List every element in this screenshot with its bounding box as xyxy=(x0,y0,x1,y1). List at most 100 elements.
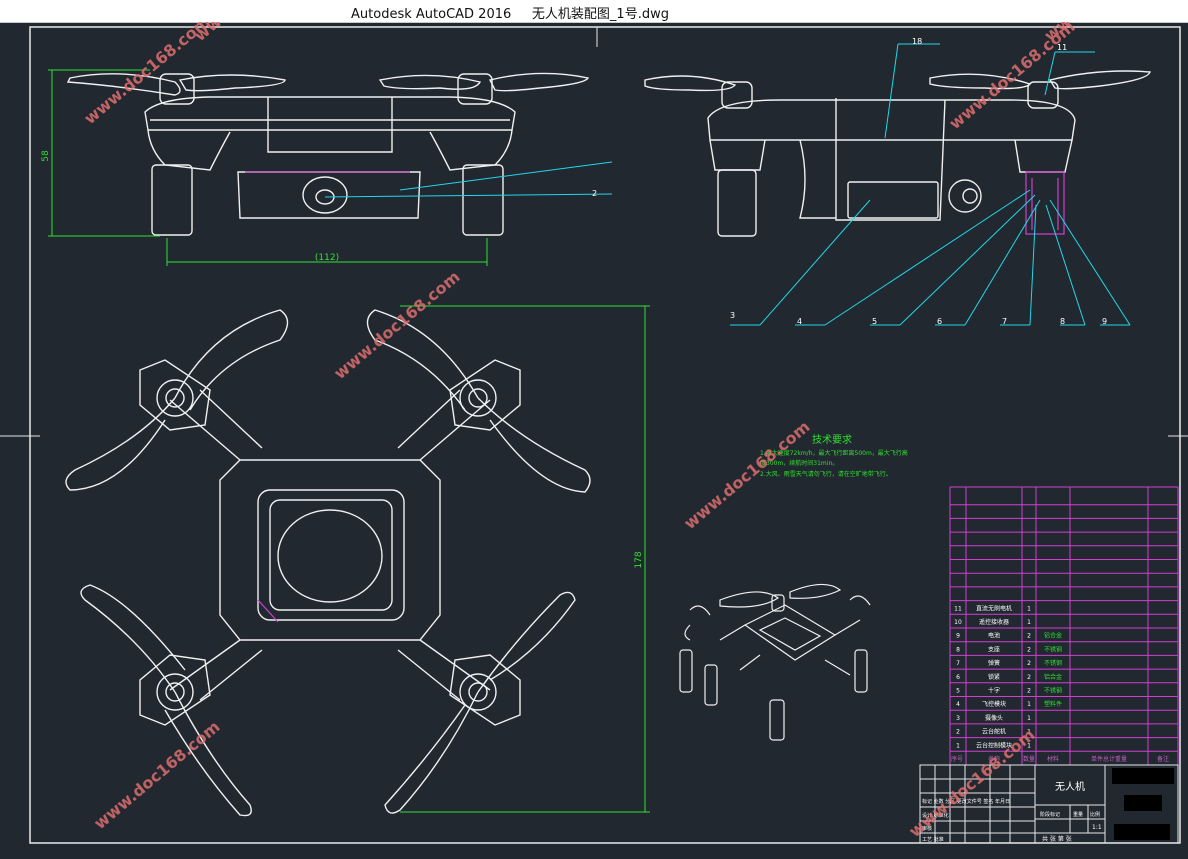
tech-req-title: 技术要求 xyxy=(812,433,852,446)
parts-row-name: 云台舵机 xyxy=(982,728,1006,736)
parts-row-material: 不锈钢 xyxy=(1044,659,1062,667)
leader-label-11: 11 xyxy=(1057,43,1067,52)
watermark-1: www.doc168.com xyxy=(80,22,213,128)
title-block xyxy=(919,764,1179,844)
scale-value: 1:1 xyxy=(1092,824,1102,831)
watermark-5: www.doc168.com xyxy=(90,717,223,833)
leader-label-8: 8 xyxy=(1060,317,1065,326)
top-view-highlight xyxy=(257,599,279,623)
leader-label-2: 2 xyxy=(592,189,597,198)
title-row-4: 工艺 批准 xyxy=(922,836,944,843)
title-row-1: 标记 处数 分区 更改文件号 签名 年月日 xyxy=(922,798,1010,805)
parts-row-name: 十字 xyxy=(988,687,1000,695)
parts-row-no: 5 xyxy=(956,688,960,695)
parts-row-no: 8 xyxy=(956,646,960,653)
parts-row-name: 直流无刷电机 xyxy=(976,604,1012,612)
parts-row-no: 6 xyxy=(956,674,960,681)
tech-requirements: 技术要求 1.最大速度72km/h，最大飞行距离500m，最大飞行高 度300m… xyxy=(760,433,908,478)
parts-row-name: 电池 xyxy=(988,632,1000,640)
tech-req-line-2: 度300m，续航时间31min。 xyxy=(760,459,838,467)
leader-label-4: 4 xyxy=(797,317,802,326)
tech-req-line-3: 2.大风、雨雪天气请勿飞行，请在空旷地带飞行。 xyxy=(760,470,892,478)
parts-row-no: 7 xyxy=(956,660,960,667)
parts-header-note: 备注 xyxy=(1157,755,1169,763)
front-leaders xyxy=(324,161,613,198)
parts-row-material: 不锈钢 xyxy=(1044,687,1062,695)
title-row-2: 设计 标准化 xyxy=(922,812,949,819)
leader-label-9: 9 xyxy=(1102,317,1107,326)
parts-row-qty: 2 xyxy=(1027,660,1031,667)
dim-width-front: (112) xyxy=(315,253,339,263)
parts-row-no: 1 xyxy=(956,742,960,749)
parts-header-name: 名称 xyxy=(988,755,1000,763)
leader-label-5: 5 xyxy=(872,317,877,326)
parts-row-name: 飞控模块 xyxy=(982,700,1006,708)
parts-row-qty: 2 xyxy=(1027,688,1031,695)
parts-row-qty: 1 xyxy=(1027,619,1031,626)
parts-row-material: 铝合金 xyxy=(1044,632,1062,640)
title-bar: Autodesk AutoCAD 2016 无人机装配图_1号.dwg xyxy=(0,0,1188,23)
dim-height-front: 58 xyxy=(41,150,51,162)
parts-header-weight: 单件总计重量 xyxy=(1091,755,1127,763)
parts-row-qty: 2 xyxy=(1027,633,1031,640)
parts-row-qty: 1 xyxy=(1027,742,1031,749)
parts-row-no: 4 xyxy=(956,701,960,708)
parts-row-material: 铝合金 xyxy=(1044,673,1062,681)
parts-row-no: 2 xyxy=(956,729,960,736)
parts-row-qty: 2 xyxy=(1027,646,1031,653)
side-view xyxy=(644,70,1151,237)
parts-header-qty: 数量 xyxy=(1023,755,1035,763)
window-title: Autodesk AutoCAD 2016 无人机装配图_1号.dwg xyxy=(351,7,669,22)
sheet-count: 共 张 第 张 xyxy=(1042,835,1072,843)
dim-total-height: 178 xyxy=(634,551,644,568)
iso-view xyxy=(679,583,871,741)
parts-row-qty: 1 xyxy=(1027,715,1031,722)
top-dimensions xyxy=(400,305,650,813)
side-leader-labels: 18 11 3 4 5 6 7 8 9 xyxy=(730,37,1107,326)
side-leaders xyxy=(730,43,1131,326)
parts-row-qty: 1 xyxy=(1027,605,1031,612)
battery-assembly xyxy=(1025,171,1065,235)
parts-row-no: 3 xyxy=(956,715,960,722)
parts-header-no: 序号 xyxy=(951,755,963,763)
watermark-7: www.doc168.com xyxy=(190,22,323,45)
parts-row-qty: 1 xyxy=(1027,729,1031,736)
parts-row-qty: 1 xyxy=(1027,701,1031,708)
parts-row-name: 锁紧 xyxy=(988,673,1000,681)
center-marks xyxy=(0,27,1188,437)
parts-row-name: 摄像头 xyxy=(985,714,1003,722)
stage-label: 阶段标记 xyxy=(1040,811,1060,818)
title-block-logo-area xyxy=(1112,768,1174,784)
title-block-company-area xyxy=(1114,824,1170,840)
title-block-code-area xyxy=(1124,795,1162,811)
front-view xyxy=(66,72,590,236)
leader-label-7: 7 xyxy=(1002,317,1007,326)
leader-label-6: 6 xyxy=(937,317,942,326)
watermark-2: www.doc168.com xyxy=(330,267,463,383)
weight-label: 重量 xyxy=(1073,811,1083,818)
parts-row-qty: 2 xyxy=(1027,674,1031,681)
parts-row-name: 云台控制模块 xyxy=(976,741,1012,749)
parts-row-name: 遥控接收器 xyxy=(979,618,1009,626)
parts-row-no: 11 xyxy=(954,605,962,612)
parts-row-no: 10 xyxy=(954,619,962,626)
parts-row-material: 塑料件 xyxy=(1044,700,1062,708)
scale-label: 比例 xyxy=(1090,811,1100,818)
sheet-border xyxy=(29,26,1181,844)
parts-row-material: 不锈钢 xyxy=(1044,645,1062,653)
top-view xyxy=(65,309,591,817)
parts-header-material: 材料 xyxy=(1047,755,1059,763)
leader-label-18: 18 xyxy=(912,37,922,46)
parts-row-no: 9 xyxy=(956,633,960,640)
watermark-6: www.doc168.com xyxy=(905,725,1038,841)
parts-list xyxy=(949,486,1179,766)
parts-row-name: 支座 xyxy=(988,645,1000,653)
title-row-3: 审核 xyxy=(922,825,932,832)
drawing-name: 无人机 xyxy=(1055,780,1085,793)
parts-row-name: 弹簧 xyxy=(988,659,1000,667)
tech-req-line-1: 1.最大速度72km/h，最大飞行距离500m，最大飞行高 xyxy=(760,449,908,457)
front-dimensions xyxy=(48,69,488,266)
